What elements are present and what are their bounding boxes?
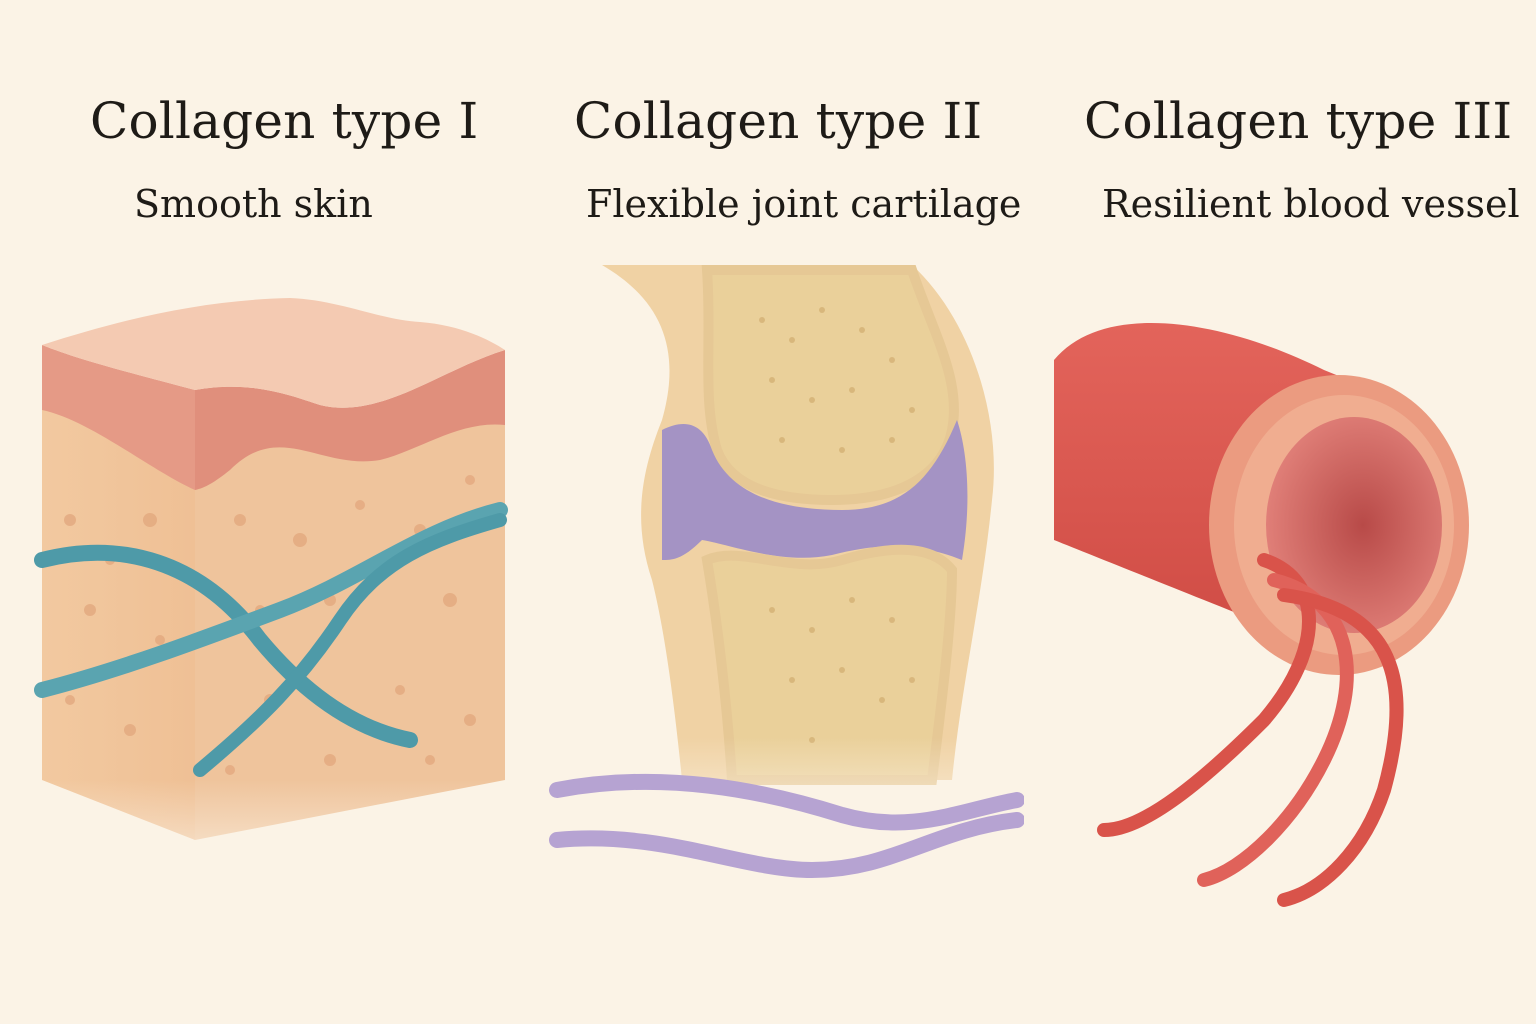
- panel-collagen-type-1: Collagen type I Smooth skin: [0, 0, 512, 1024]
- collagen-fiber-2: [549, 812, 1024, 879]
- panel-subtitle: Flexible joint cartilage: [586, 182, 1022, 226]
- panel-title: Collagen type I: [90, 92, 479, 150]
- panel-title: Collagen type III: [1084, 92, 1513, 150]
- epidermis-left: [42, 345, 195, 490]
- blood-vessel-illustration: [1054, 322, 1469, 907]
- panel-title: Collagen type II: [574, 92, 983, 150]
- cartilage: [662, 420, 968, 560]
- collagen-fiber-1: [549, 773, 1024, 831]
- vessel-lumen: [1266, 417, 1442, 633]
- epidermis-right: [195, 350, 505, 490]
- joint-cartilage-illustration: [512, 265, 1024, 879]
- panel-subtitle: Smooth skin: [134, 182, 373, 226]
- panel-subtitle: Resilient blood vessel: [1102, 182, 1520, 226]
- femur-bone: [701, 265, 959, 506]
- panel-collagen-type-3: Collagen type III Resilient blood vessel: [1024, 0, 1536, 1024]
- skin-block-illustration: [0, 298, 512, 900]
- collagen-fiber-3: [1277, 588, 1404, 907]
- skin-surface: [42, 298, 505, 408]
- panel-collagen-type-2: Collagen type II Flexible joint cartilag…: [512, 0, 1024, 1024]
